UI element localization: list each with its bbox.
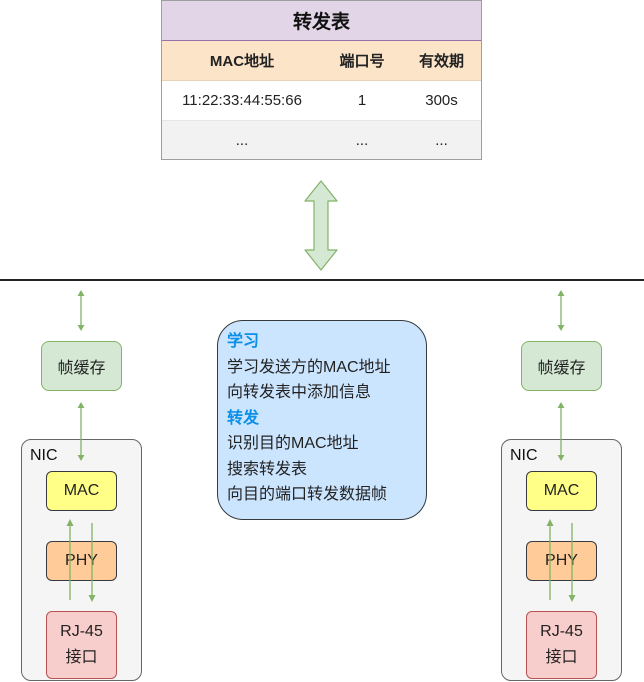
forward-line-2: 搜索转发表	[227, 460, 308, 478]
learn-line-1: 学习发送方的MAC地址	[227, 358, 391, 376]
cell-mac-address: 11:22:33:44:55:66	[182, 92, 302, 109]
left-rj45-sublabel: 接口	[65, 649, 98, 666]
left-rj45-port: RJ-45 接口	[46, 611, 117, 679]
forward-line-3: 向目的端口转发数据帧	[227, 486, 388, 503]
left-nic-label: NIC	[30, 447, 58, 464]
cell-mac-address: ...	[235, 131, 249, 149]
table-header-row: MAC地址 端口号 有效期	[162, 41, 481, 81]
switch-boundary-line	[0, 279, 644, 281]
right-rj45-label: RJ-45	[540, 623, 583, 640]
right-rj45-sublabel: 接口	[545, 649, 578, 666]
header-ttl: 有效期	[418, 53, 464, 70]
header-mac-address: MAC地址	[209, 53, 275, 70]
table-row: ... ... ...	[162, 121, 481, 159]
forward-line-1: 识别目的MAC地址	[227, 435, 359, 452]
left-phy-block: PHY	[46, 541, 117, 581]
table-double-arrow	[304, 180, 338, 271]
right-rj45-port: RJ-45 接口	[526, 611, 597, 679]
right-phy-block: PHY	[526, 541, 597, 581]
left-frame-buffer: 帧缓存	[41, 341, 122, 391]
arrowhead	[77, 290, 85, 296]
arrowhead	[77, 402, 85, 408]
table-title: 转发表	[162, 1, 481, 41]
right-frame-buffer: 帧缓存	[521, 341, 602, 391]
learn-forward-info-box: 学习 学习发送方的MAC地址 向转发表中添加信息 转发 识别目的MAC地址 搜索…	[217, 320, 427, 520]
forward-heading: 转发	[227, 409, 260, 427]
header-port: 端口号	[339, 53, 385, 70]
forwarding-table: 转发表 MAC地址 端口号 有效期 11:22:33:44:55:66 1 30…	[161, 0, 482, 160]
learn-line-2: 向转发表中添加信息	[227, 384, 372, 401]
cell-port: 1	[357, 92, 367, 109]
cell-port: ...	[355, 131, 369, 149]
arrowhead	[77, 325, 85, 331]
arrowhead	[557, 325, 565, 331]
arrowhead	[557, 402, 565, 408]
cell-ttl: ...	[435, 131, 448, 149]
right-mac-block: MAC	[526, 471, 597, 511]
learn-heading: 学习	[227, 333, 260, 350]
table-row: 11:22:33:44:55:66 1 300s	[162, 81, 481, 121]
right-nic-label: NIC	[510, 447, 538, 464]
cell-ttl: 300s	[425, 92, 458, 109]
left-rj45-label: RJ-45	[60, 623, 103, 640]
left-mac-block: MAC	[46, 471, 117, 511]
arrowhead	[557, 290, 565, 296]
